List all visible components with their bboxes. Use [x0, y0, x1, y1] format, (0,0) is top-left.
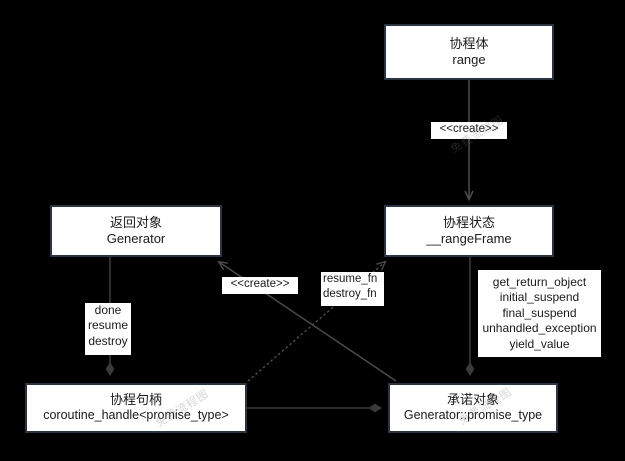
note-line: get_return_object — [492, 275, 587, 290]
node-return-object[interactable]: 返回对象 Generator — [50, 205, 222, 257]
edge-label-line: resume_fn — [323, 273, 378, 285]
node-subtitle: range — [452, 52, 486, 67]
edge-label-line: <<create>> — [439, 123, 499, 135]
note-promise-methods: get_return_object initial_suspend final_… — [478, 270, 601, 357]
note-line: unhandled_exception — [482, 321, 597, 336]
node-subtitle: Generator — [106, 231, 166, 246]
node-subtitle: Generator::promise_type — [403, 408, 543, 423]
node-subtitle: __rangeFrame — [426, 231, 512, 246]
node-coroutine-handle[interactable]: 协程句柄 coroutine_handle<promise_type> — [25, 383, 247, 433]
note-line: final_suspend — [502, 305, 577, 320]
node-title: 协程状态 — [442, 214, 495, 230]
edge-label-line: destroy_fn — [323, 287, 377, 300]
node-title: 承诺对象 — [446, 392, 499, 408]
node-title: 协程句柄 — [109, 392, 162, 408]
node-title: 协程体 — [449, 35, 489, 51]
edge-label-create-promise-to-generator: <<create>> — [222, 277, 298, 294]
node-title: 返回对象 — [109, 214, 162, 230]
note-line: done — [94, 303, 122, 317]
note-line: resume — [87, 318, 128, 333]
note-line: yield_value — [509, 336, 570, 351]
note-line: initial_suspend — [499, 290, 580, 305]
note-line: destroy — [88, 333, 128, 348]
edge-label-resume-destroy-fn: resume_fn destroy_fn — [321, 272, 384, 306]
node-promise-object[interactable]: 承诺对象 Generator::promise_type — [388, 383, 558, 433]
node-coroutine-state[interactable]: 协程状态 __rangeFrame — [384, 205, 554, 257]
node-subtitle: coroutine_handle<promise_type> — [43, 408, 229, 423]
edge-label-create-top: <<create>> — [431, 122, 507, 139]
note-handle-methods: done resume destroy — [85, 303, 131, 355]
edge-label-line: <<create>> — [230, 278, 290, 290]
node-coroutine-body[interactable]: 协程体 range — [384, 24, 554, 80]
